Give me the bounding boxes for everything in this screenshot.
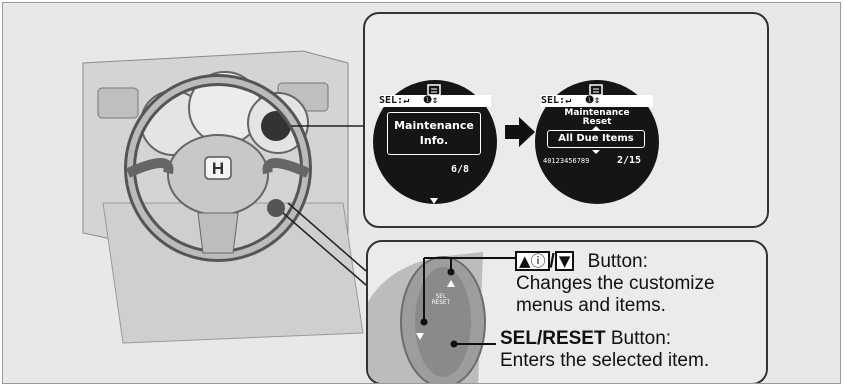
down-arrow-icon: ▼ [555,251,575,271]
page-indicator: 6/8 [451,164,469,175]
diagram-frame: H SEL:↵❶⇕ Maintenance Info. 6/8 [2,2,841,384]
sel-reset-button-label: SEL/RESET Button: [500,328,671,350]
title-line-2: Reset [535,118,659,127]
sel-reset-switch-label: SEL RESET [432,294,450,306]
updown-desc-line-1: Changes the customize [516,273,715,295]
page-indicator: 2/15 [617,155,641,166]
svg-text:H: H [212,159,224,178]
sel-bar: SEL:↵❶⇕ [541,95,653,107]
sel-reset-suffix: Button: [606,328,672,349]
sel-label: SEL:↵ [541,95,571,106]
title-line-2: Info. [388,133,480,148]
updown-desc-line-2: menus and items. [516,295,666,317]
sel-reset-name: SEL/RESET [500,328,606,349]
updown-button-suffix: Button: [588,251,648,272]
selected-item-box: All Due Items [547,130,645,148]
menu-title: Maintenance Reset [535,109,659,127]
updown-button-label: ▲ⓘ/▼ Button: [515,251,648,273]
meter-display-screen-2: SEL:↵❶⇕ Maintenance Reset All Due Items … [535,80,659,204]
menu-title-box: Maintenance Info. [387,112,481,155]
sel-bar: SEL:↵❶⇕ [379,95,491,107]
meter-display-screen-1: SEL:↵❶⇕ Maintenance Info. 6/8 [373,80,497,204]
maintenance-code: 40123456789 [543,157,589,165]
title-line-1: Maintenance [388,118,480,133]
sel-reset-desc: Enters the selected item. [500,350,709,372]
right-arrow-icon [505,117,535,147]
up-info-icon: ▲ⓘ [515,251,550,271]
switch-reset-text: RESET [432,300,450,306]
sel-label: SEL:↵ [379,95,409,106]
